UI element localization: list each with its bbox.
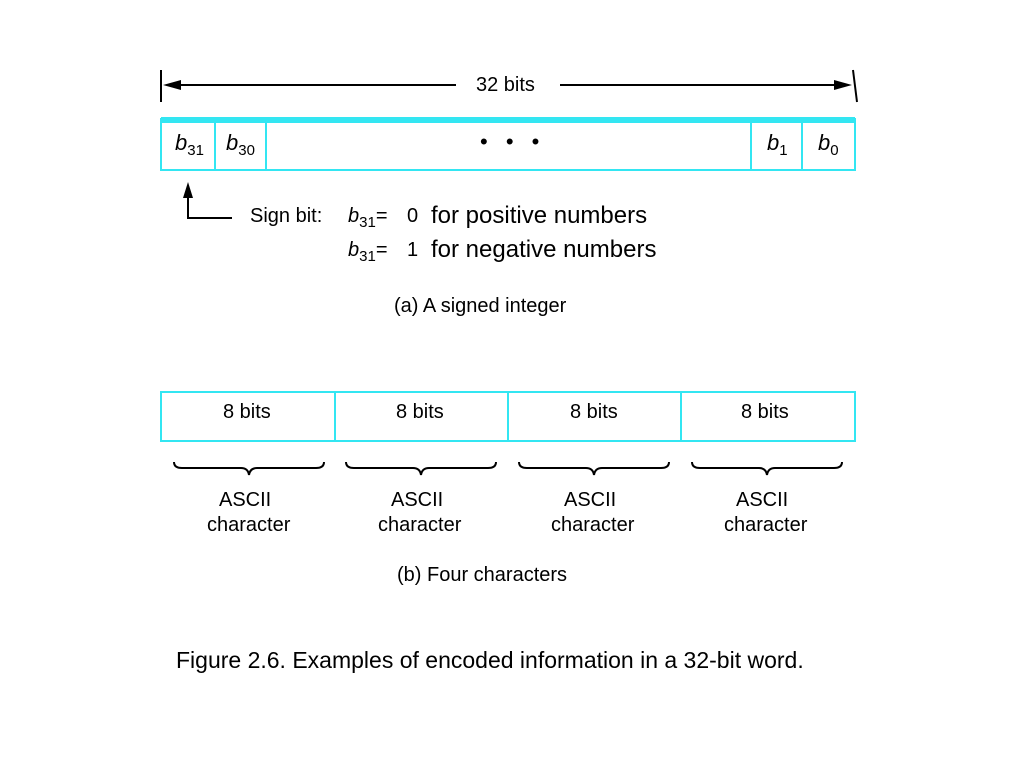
byte-cell-3-label: 8 bits bbox=[570, 401, 618, 423]
byte-cell-1-label: 8 bits bbox=[223, 401, 271, 423]
sign-rule-negative-lhs: b31= bbox=[348, 240, 388, 264]
byte-cell-2-label: 8 bits bbox=[396, 401, 444, 423]
brace-byte-2 bbox=[345, 461, 497, 476]
signed-word-top-band bbox=[161, 117, 855, 123]
char-1-line2: character bbox=[207, 514, 291, 536]
char-3-line2: character bbox=[551, 514, 635, 536]
char-2-line1: ASCII bbox=[391, 489, 444, 511]
bit-cell-b1: b1 bbox=[767, 130, 788, 159]
bit-symbol: b bbox=[226, 130, 239, 155]
bit-subscript: 0 bbox=[830, 142, 839, 159]
rule-symbol: b bbox=[348, 205, 360, 227]
sign-rule-negative-value: 1 bbox=[407, 239, 419, 261]
span-arrow-head-left bbox=[163, 80, 181, 90]
brace-byte-3 bbox=[518, 461, 670, 476]
bit-subscript: 30 bbox=[238, 142, 255, 159]
figure-caption: Figure 2.6. Examples of encoded informat… bbox=[176, 647, 804, 673]
rule-equals: = bbox=[375, 239, 388, 261]
char-2-line2: character bbox=[378, 514, 462, 536]
sign-rule-negative-meaning: for negative numbers bbox=[431, 236, 657, 263]
char-3-line1: ASCII bbox=[564, 489, 617, 511]
brace-byte-4 bbox=[691, 461, 843, 476]
bit-cell-b31: b31 bbox=[175, 130, 204, 159]
signed-integer-caption: (a) A signed integer bbox=[394, 295, 567, 317]
sign-bit-pointer-head bbox=[183, 182, 193, 198]
bit-cell-b0: b0 bbox=[818, 130, 839, 159]
char-4-line1: ASCII bbox=[736, 489, 789, 511]
rule-equals: = bbox=[375, 205, 388, 227]
sign-rule-positive-meaning: for positive numbers bbox=[431, 202, 648, 229]
sign-rule-positive-lhs: b31= bbox=[348, 206, 388, 230]
bit-symbol: b bbox=[175, 130, 188, 155]
rule-subscript: 31 bbox=[359, 248, 376, 265]
byte-cell-4-label: 8 bits bbox=[741, 401, 789, 423]
sign-bit-label: Sign bit: bbox=[250, 205, 323, 227]
span-right-tick bbox=[852, 69, 858, 103]
bit-cells-ellipsis: • • • bbox=[480, 129, 546, 154]
word-span-label: 32 bits bbox=[476, 74, 535, 96]
span-arrow-head-right bbox=[834, 80, 852, 90]
four-characters-caption: (b) Four characters bbox=[397, 564, 568, 586]
bit-subscript: 31 bbox=[187, 142, 204, 159]
rule-subscript: 31 bbox=[359, 214, 376, 231]
bit-subscript: 1 bbox=[779, 142, 788, 159]
bit-symbol: b bbox=[767, 130, 780, 155]
rule-symbol: b bbox=[348, 239, 360, 261]
bit-cell-b30: b30 bbox=[226, 130, 255, 159]
char-1-line1: ASCII bbox=[219, 489, 272, 511]
char-4-line2: character bbox=[724, 514, 808, 536]
sign-rule-positive-value: 0 bbox=[407, 205, 419, 227]
bit-symbol: b bbox=[818, 130, 831, 155]
brace-byte-1 bbox=[173, 461, 325, 476]
